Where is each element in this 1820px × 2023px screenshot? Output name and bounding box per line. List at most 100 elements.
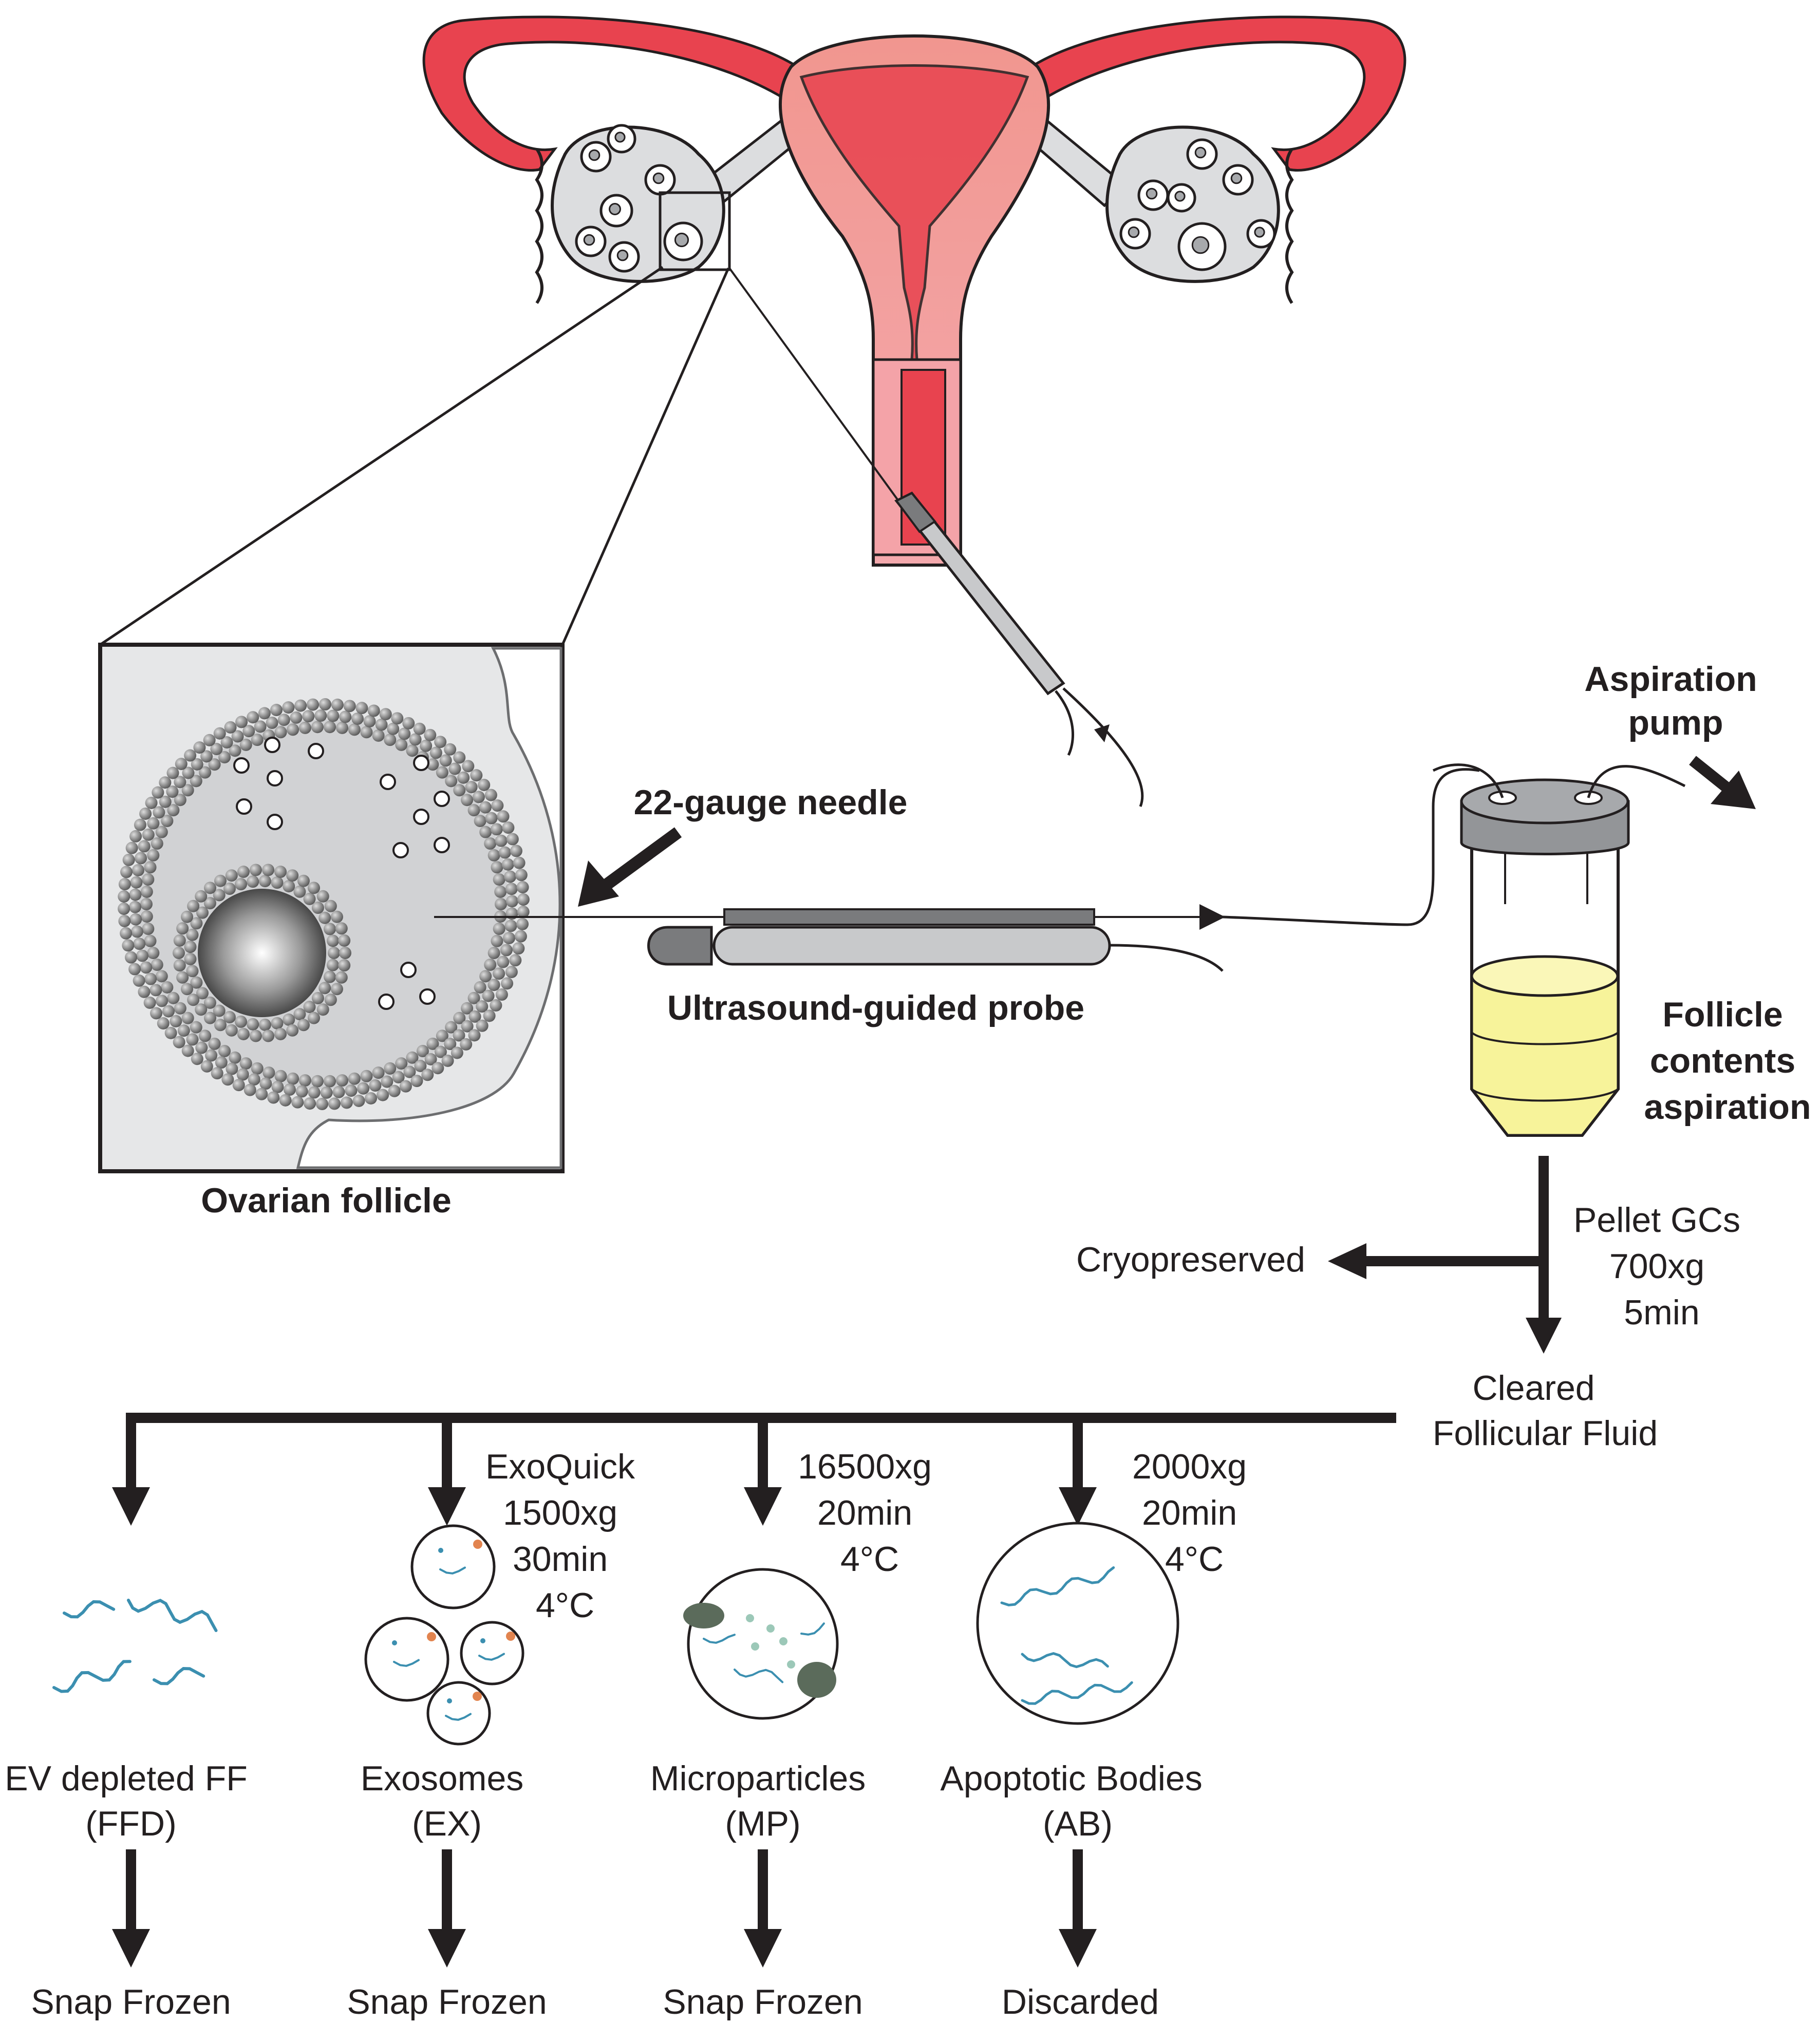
branch-name: EV depleted FF (FFD) <box>5 1759 257 1843</box>
granulosa-cell <box>421 1069 434 1081</box>
cumulus-cell <box>318 911 331 924</box>
granulosa-cell <box>360 726 373 739</box>
ev-vesicle <box>308 743 324 759</box>
ev-vesicle <box>236 798 252 815</box>
cargo-dot <box>447 1698 452 1703</box>
granulosa-cell <box>445 775 458 788</box>
cumulus-cell <box>225 1024 238 1037</box>
cumulus-cell <box>330 983 343 996</box>
rna-strand <box>1021 1681 1133 1705</box>
granulosa-cell <box>138 840 151 853</box>
cumulus-cell <box>196 906 209 919</box>
granulosa-cell <box>453 1012 466 1024</box>
cumulus-cell <box>318 982 331 995</box>
granulosa-cell <box>336 1074 349 1087</box>
granulosa-cell <box>352 1094 365 1107</box>
granulosa-cell <box>298 1074 311 1087</box>
granulosa-cell <box>311 1075 324 1088</box>
granulosa-cell <box>384 734 397 746</box>
granulosa-cell <box>118 914 131 927</box>
zoom-box <box>659 191 731 271</box>
granulosa-cell <box>142 923 155 935</box>
granulosa-cell <box>467 804 480 817</box>
granulosa-cell <box>505 966 518 979</box>
cumulus-cell <box>203 882 216 894</box>
branch-protocol: ExoQuick 1500xg 30min 4°C <box>485 1447 645 1625</box>
granulosa-cell <box>444 743 457 756</box>
granulosa-cell <box>120 927 133 940</box>
granulosa-cell <box>239 738 252 751</box>
ev-vesicle <box>267 814 283 830</box>
granulosa-cell <box>434 1045 447 1058</box>
cargo-dot <box>438 1548 443 1553</box>
rna-strand <box>127 1599 218 1633</box>
granulosa-cell <box>360 1070 373 1082</box>
granulosa-cell <box>505 895 518 908</box>
granulosa-cell <box>377 1089 389 1101</box>
granulosa-cell <box>398 727 411 740</box>
granulosa-cell <box>304 1097 316 1110</box>
granulosa-cell <box>363 715 376 728</box>
granulosa-cell <box>150 1007 163 1020</box>
granulosa-cell <box>409 733 422 746</box>
granulosa-cell <box>331 698 344 711</box>
granulosa-cell <box>501 977 514 990</box>
ovary-oocyte <box>674 232 689 248</box>
granulosa-cell <box>125 951 138 964</box>
granulosa-cell <box>211 1067 223 1080</box>
granulosa-cell <box>191 758 203 771</box>
granulosa-cell <box>274 1070 287 1082</box>
granulosa-cell <box>474 815 486 828</box>
surface-marker <box>427 1632 436 1641</box>
granulosa-cell <box>290 711 303 724</box>
branch-name: Exosomes (EX) <box>361 1759 533 1843</box>
granulosa-cell <box>149 984 162 997</box>
cleared-ff-label: Cleared Follicular Fluid <box>1433 1369 1658 1453</box>
granulosa-cell <box>467 991 480 1004</box>
exosome <box>364 1617 449 1702</box>
branch-protocol: 16500xg 20min 4°C <box>798 1447 942 1579</box>
exosome <box>426 1681 491 1746</box>
needle-arrow <box>578 827 682 907</box>
granulosa-cell <box>151 958 163 971</box>
granulosa-cell <box>399 1080 412 1093</box>
granulosa-cell <box>271 1080 284 1093</box>
rna-strand <box>445 1713 472 1721</box>
pellet-step-label: Pellet GCs 700xg 5min <box>1573 1201 1750 1332</box>
granulosa-cell <box>345 1084 358 1097</box>
granulosa-cell <box>311 721 324 734</box>
cumulus-cell <box>249 1029 262 1042</box>
granulosa-cell <box>506 833 519 846</box>
follicle-aspiration-label: Follicle contents aspiration <box>1644 995 1811 1127</box>
granulosa-cell <box>516 917 529 930</box>
granulosa-cell <box>161 981 174 994</box>
granulosa-cell <box>343 700 356 713</box>
granulosa-cell <box>462 760 475 773</box>
cargo-dot <box>480 1638 485 1643</box>
cumulus-cell <box>184 952 197 965</box>
zoom-line-left <box>99 266 664 646</box>
granulosa-cell <box>426 1037 439 1050</box>
granulosa-cell <box>287 723 299 736</box>
cumulus-cell <box>195 890 208 903</box>
granulosa-cell <box>181 784 194 797</box>
aspiration-pump-label: Aspiration pump <box>1584 660 1767 742</box>
granulosa-cell <box>379 708 392 721</box>
granulosa-cell <box>283 1083 296 1096</box>
granulosa-cell <box>509 954 522 967</box>
ev-vesicle <box>434 791 450 807</box>
granulosa-cell <box>388 1084 401 1097</box>
granulosa-cell <box>153 806 165 819</box>
granulosa-cell <box>487 947 500 960</box>
granulosa-cell <box>147 817 160 830</box>
cumulus-cell <box>184 941 197 953</box>
granulosa-cell <box>406 1051 419 1064</box>
cumulus-cell <box>316 890 329 903</box>
granulosa-cell <box>424 1053 437 1065</box>
branch-ffd: EV depleted FF (FFD) Snap Frozen <box>5 1413 257 2021</box>
granulosa-cell <box>510 845 522 857</box>
granulosa-cell <box>484 837 497 850</box>
granulosa-cell <box>208 1037 221 1050</box>
cumulus-cell <box>203 1012 216 1024</box>
